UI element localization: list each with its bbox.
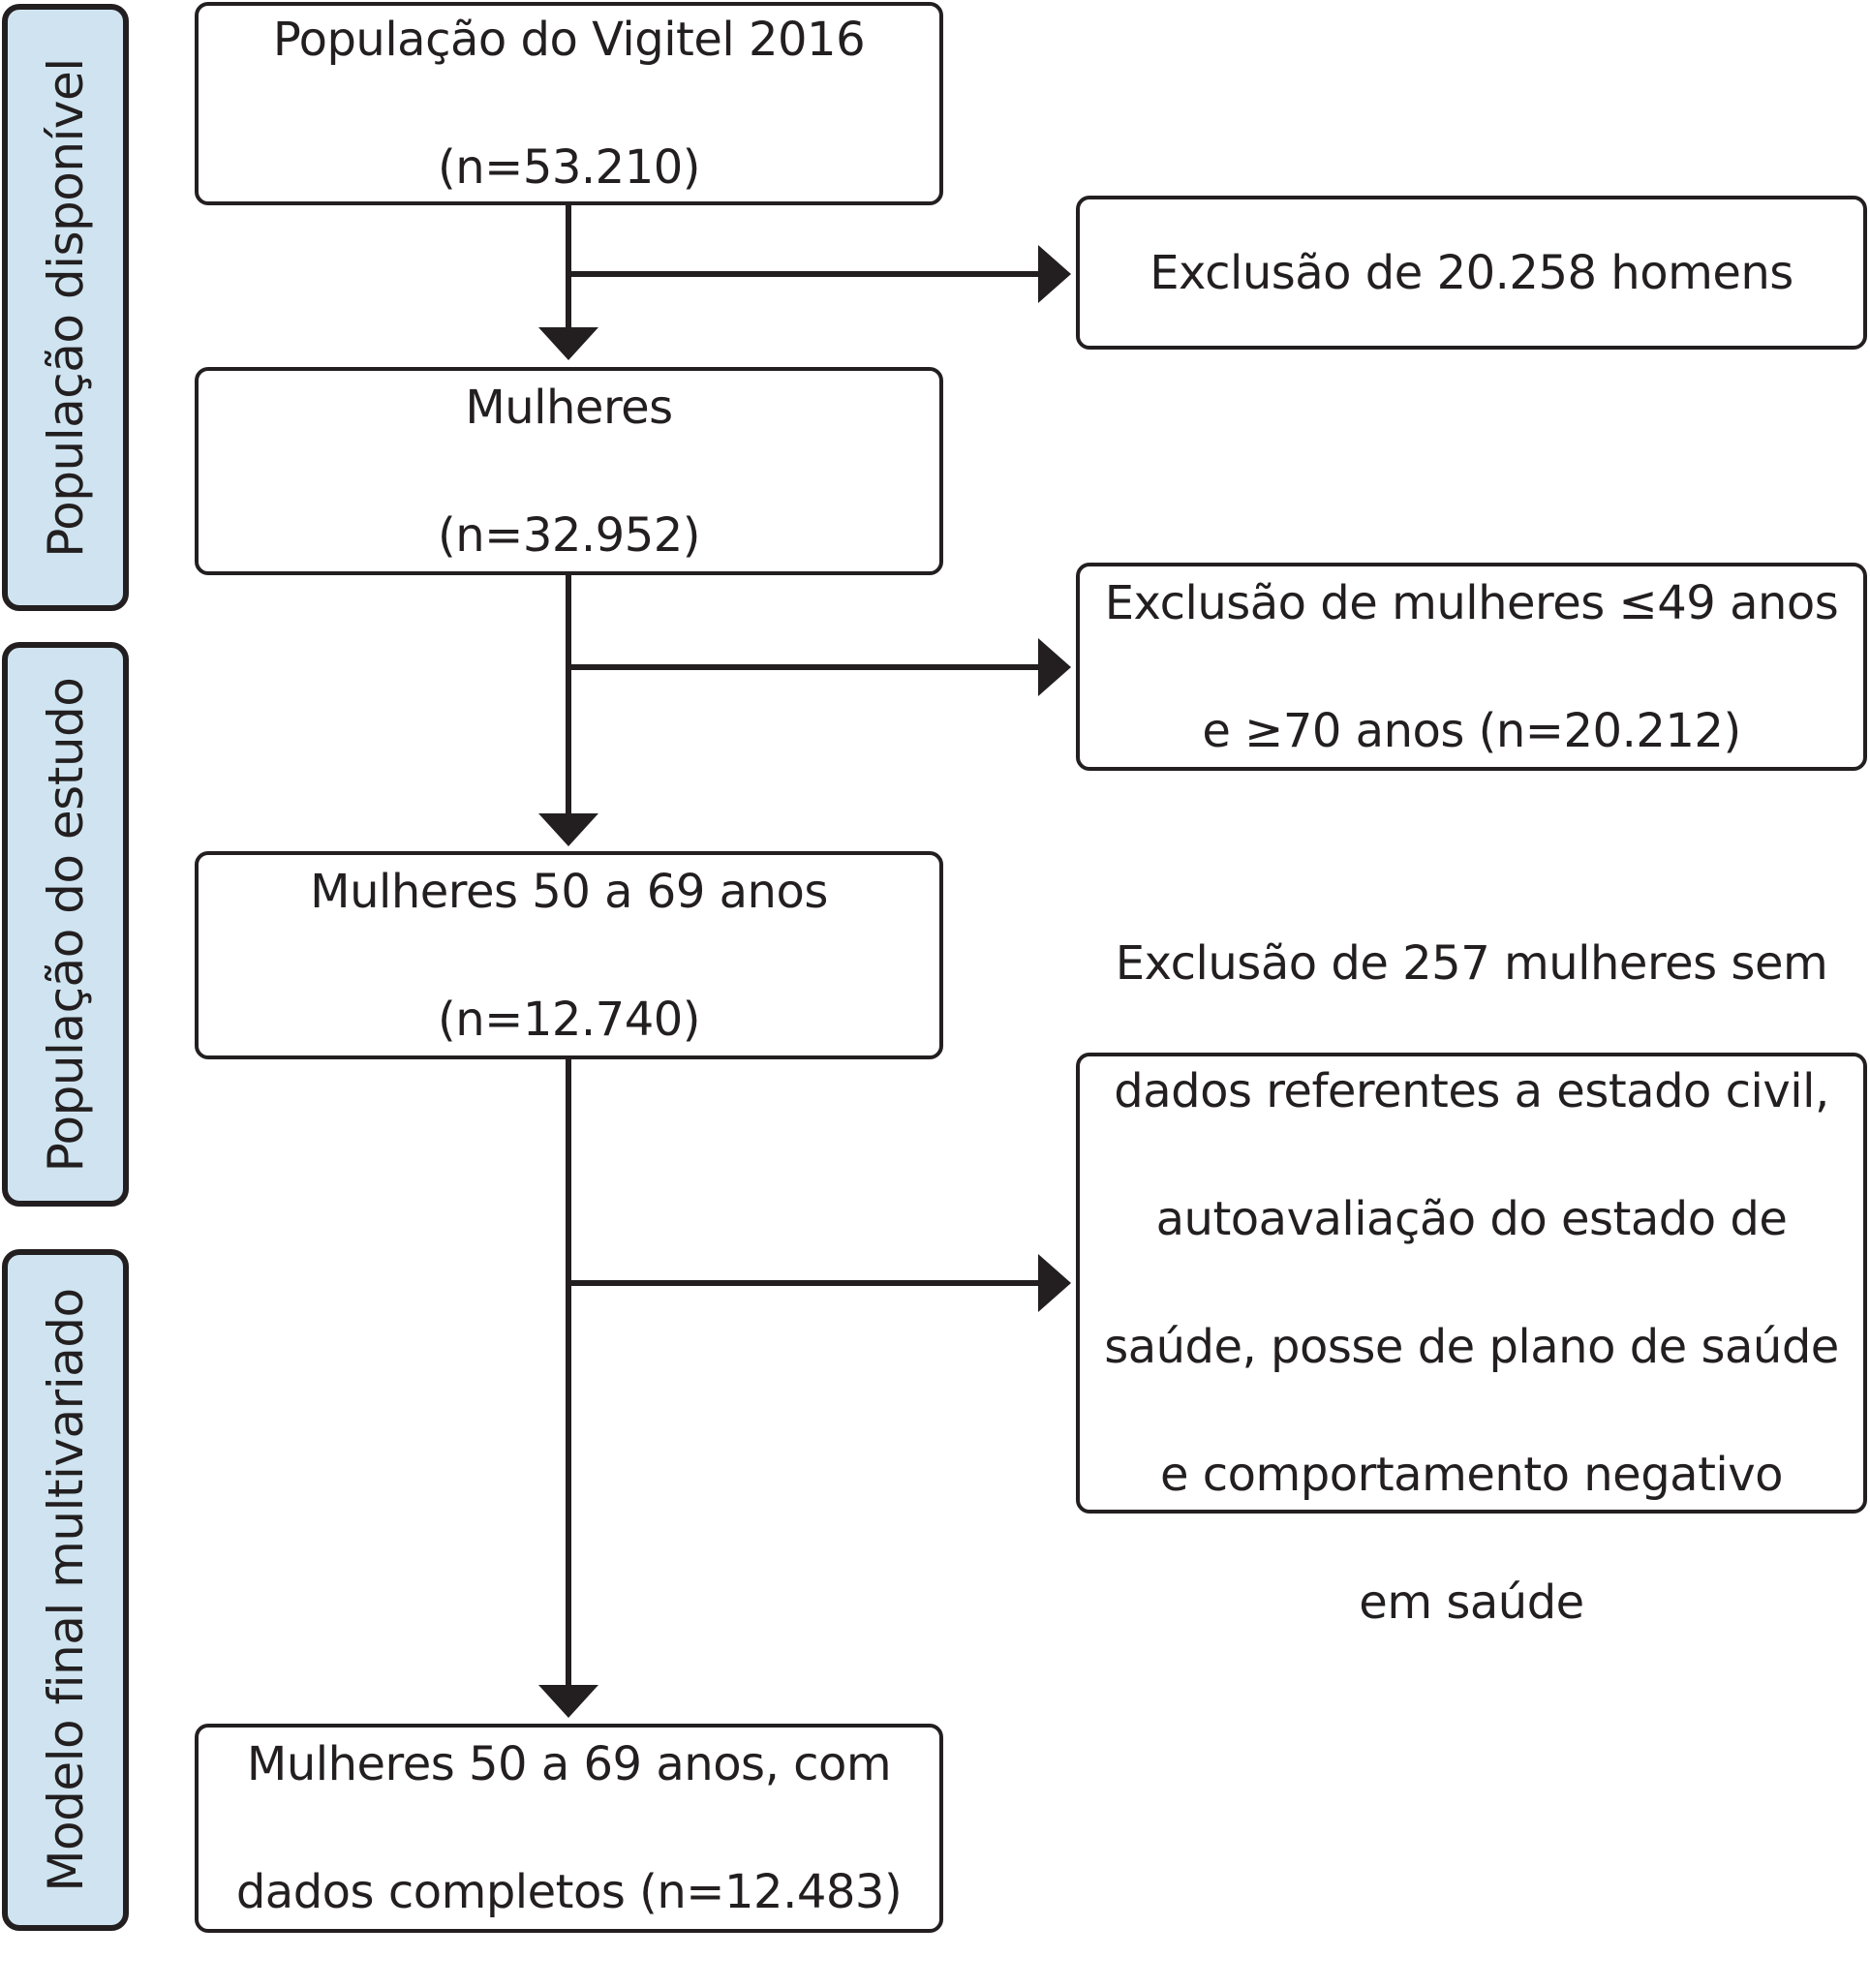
exclusion-missing-line-5: e comportamento negativo [1159,1448,1784,1502]
arrowhead-down-2 [538,813,598,846]
arrowhead-down-1 [538,327,598,360]
box-women: Mulheres (n=32.952) [195,367,943,575]
side-label-available-population: População disponível [2,4,129,611]
exclusion-missing-line-6: em saúde [1359,1575,1584,1630]
arrowhead-right-missing [1038,1254,1071,1312]
exclusion-age-line-2: e ≥70 anos (n=20.212) [1202,703,1741,758]
box-women-50-69: Mulheres 50 a 69 anos (n=12.740) [195,851,943,1059]
exclusion-age-line-1: Exclusão de mulheres ≤49 anos [1104,575,1839,630]
box-final-line-2: dados completos (n=12.483) [235,1865,903,1919]
side-label-study-population: População do estudo [2,642,129,1207]
box-women-50-69-title: Mulheres 50 a 69 anos [310,864,828,919]
box-final-complete-data: Mulheres 50 a 69 anos, com dados complet… [195,1724,943,1933]
exclusion-missing-line-2: dados referentes a estado civil, [1114,1064,1829,1118]
flowchart: População disponível População do estudo… [2,2,1867,1933]
box-exclusion-age: Exclusão de mulheres ≤49 anos e ≥70 anos… [1076,563,1867,771]
arrowhead-right-men [1038,245,1071,303]
box-exclusion-missing-data: Exclusão de 257 mulheres sem dados refer… [1076,936,1867,1630]
box-women-50-69-count: (n=12.740) [437,992,701,1047]
box-vigitel-count: (n=53.210) [437,140,701,195]
box-exclusion-men: Exclusão de 20.258 homens [1076,196,1867,350]
box-women-count: (n=32.952) [437,507,701,563]
side-label-final-model: Modelo final multivariado [2,1249,129,1931]
exclusion-men-text: Exclusão de 20.258 homens [1150,245,1793,300]
box-women-title: Mulheres [465,380,673,435]
exclusion-missing-line-3: autoavaliação do estado de [1155,1192,1788,1246]
exclusion-missing-line-1: Exclusão de 257 mulheres sem [1115,936,1828,991]
box-vigitel-title: População do Vigitel 2016 [272,13,866,67]
exclusion-missing-line-4: saúde, posse de plano de saúde [1104,1320,1839,1374]
box-vigitel-population: População do Vigitel 2016 (n=53.210) [195,2,943,205]
box-final-line-1: Mulheres 50 a 69 anos, com [246,1737,892,1791]
connector-lines [538,205,1071,1718]
arrowhead-right-age [1038,638,1071,696]
arrowhead-down-3 [538,1685,598,1718]
